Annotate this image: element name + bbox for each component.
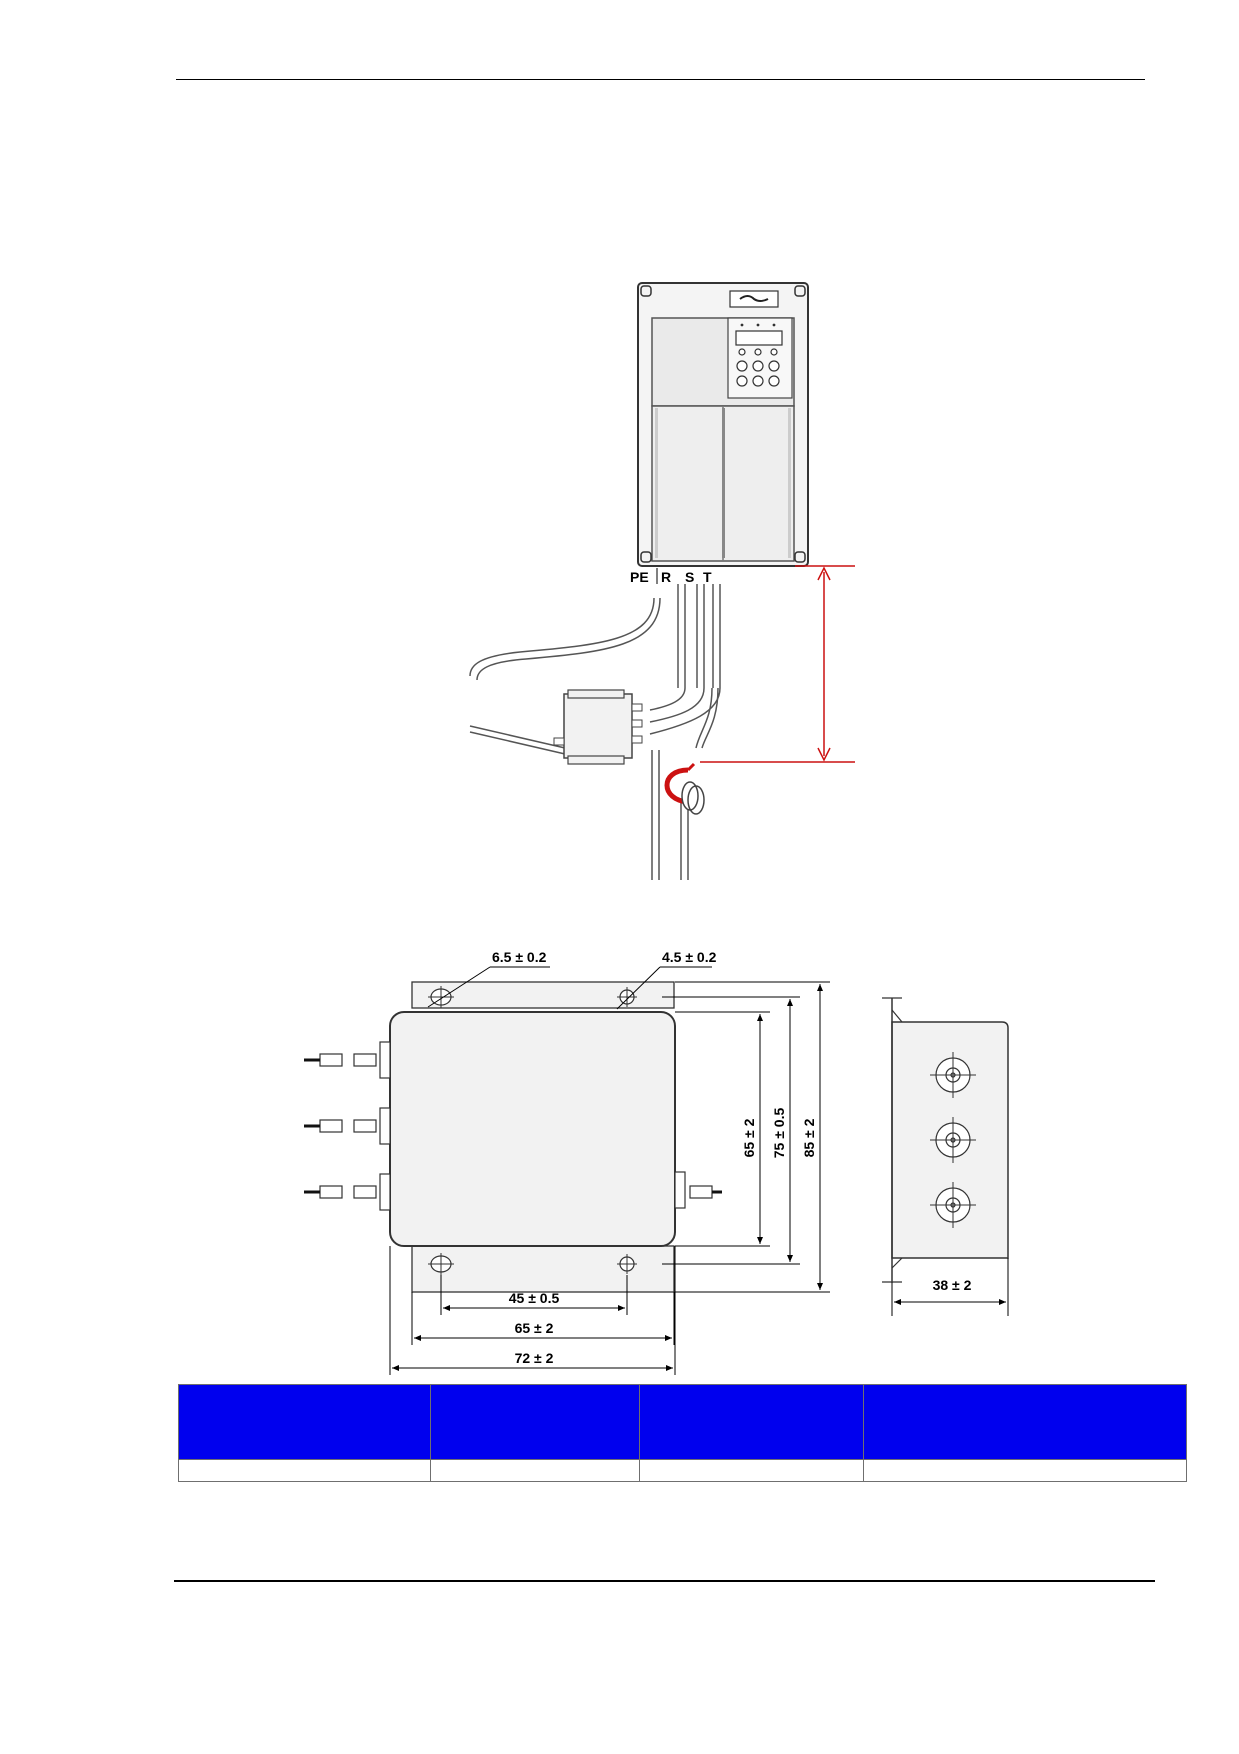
table-row bbox=[178, 1459, 1187, 1482]
table-cell bbox=[430, 1459, 640, 1482]
table-cell bbox=[178, 1459, 431, 1482]
label-top-hole-small: 4.5 ± 0.2 bbox=[662, 949, 717, 965]
terminal-label-t: T bbox=[703, 569, 712, 585]
dimension-lines bbox=[389, 966, 830, 1375]
label-height-mid: 75 ± 0.5 bbox=[771, 1108, 787, 1159]
label-height-outer: 85 ± 2 bbox=[801, 1118, 817, 1157]
terminal-label-r: R bbox=[661, 569, 671, 585]
spec-table-header-cell bbox=[430, 1384, 640, 1460]
emc-filter-small bbox=[553, 689, 643, 765]
spec-table bbox=[178, 1384, 1187, 1482]
inverter-drive bbox=[637, 282, 809, 567]
spec-table-header-cell bbox=[639, 1384, 864, 1460]
spec-table-header-cell bbox=[178, 1384, 431, 1460]
distance-marker bbox=[700, 565, 855, 763]
label-width-total: 72 ± 2 bbox=[515, 1350, 554, 1366]
spec-table-header bbox=[178, 1384, 1187, 1460]
spec-table-header-cell bbox=[863, 1384, 1187, 1460]
dimension-labels: 6.5 ± 0.2 4.5 ± 0.2 65 ± 2 75 ± 0.5 85 ±… bbox=[492, 949, 972, 1366]
filter-front-view bbox=[304, 981, 722, 1293]
terminal-label-pe: PE bbox=[630, 569, 649, 585]
terminal-labels: PE R S T bbox=[630, 569, 712, 585]
installation-figure: PE R S T bbox=[469, 282, 855, 880]
table-cell bbox=[863, 1459, 1187, 1482]
table-cell bbox=[639, 1459, 864, 1482]
wiring bbox=[469, 568, 721, 880]
label-top-hole-large: 6.5 ± 0.2 bbox=[492, 949, 547, 965]
filter-side-view bbox=[882, 997, 1009, 1316]
footer-rule bbox=[174, 1580, 1155, 1582]
label-width-body: 65 ± 2 bbox=[515, 1320, 554, 1336]
label-width-holes: 45 ± 0.5 bbox=[509, 1290, 560, 1306]
ferrite-ring bbox=[664, 762, 705, 815]
terminal-label-s: S bbox=[685, 569, 694, 585]
label-height-inner: 65 ± 2 bbox=[741, 1118, 757, 1157]
header-rule bbox=[176, 79, 1145, 80]
label-depth-side: 38 ± 2 bbox=[933, 1277, 972, 1293]
filter-dimension-drawing: 6.5 ± 0.2 4.5 ± 0.2 65 ± 2 75 ± 0.5 85 ±… bbox=[304, 949, 1009, 1375]
